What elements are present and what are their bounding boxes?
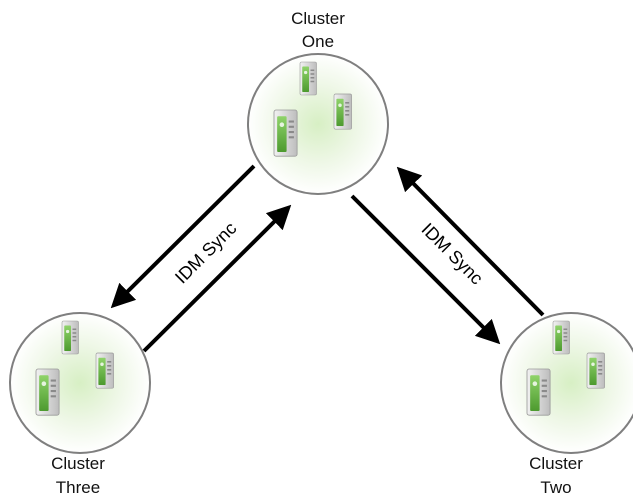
cluster-one-label-line1: Cluster	[291, 9, 345, 28]
server-icon	[501, 313, 633, 453]
cluster-two-label-line2: Two	[540, 478, 571, 497]
cluster-one-label-line2: One	[302, 32, 334, 51]
sync-arrow-one-to-three	[110, 164, 256, 309]
sync-arrow-two-to-one	[396, 166, 545, 317]
cluster-three-label-line1: Cluster	[51, 454, 105, 473]
sync-arrow-one-to-two	[350, 194, 501, 345]
sync-arrow-three-to-one	[142, 204, 292, 353]
cluster-three	[10, 313, 150, 453]
right-sync-label: IDM Sync	[418, 219, 487, 288]
cluster-three-label-line2: Three	[56, 478, 100, 497]
cluster-two-label-line1: Cluster	[529, 454, 583, 473]
server-icon	[248, 54, 388, 194]
left-sync-label: IDM Sync	[171, 218, 240, 287]
cluster-one	[248, 54, 388, 194]
cluster-two	[501, 313, 633, 453]
server-icon	[10, 313, 150, 453]
